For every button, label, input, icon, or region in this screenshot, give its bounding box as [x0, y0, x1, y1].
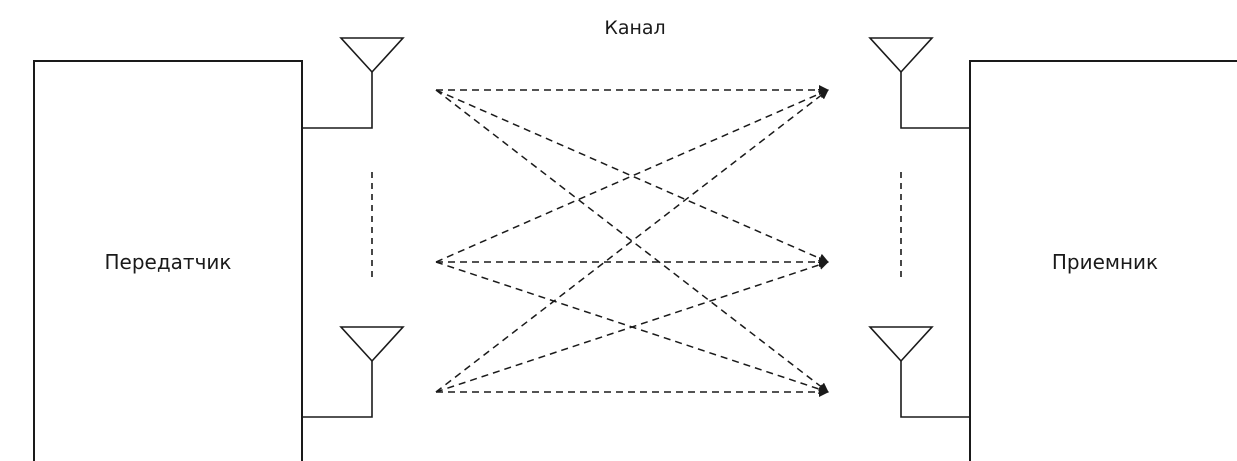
- path-3-1: [435, 89, 829, 393]
- channel-label: Канал: [604, 17, 665, 39]
- tx-antenna-top-icon: [302, 37, 405, 129]
- transmitter-box: [33, 60, 303, 461]
- transmitter-block: Передатчик: [33, 60, 303, 461]
- tx-antenna-bottom-icon: [302, 326, 405, 418]
- receiver-label: Приемник: [1052, 250, 1158, 274]
- transmitter-label: Передатчик: [105, 250, 232, 274]
- channel-paths: [435, 85, 829, 397]
- receiver-block: Приемник: [969, 60, 1237, 461]
- rx-antenna-top-icon: [868, 37, 970, 129]
- receiver-box: [969, 60, 1237, 461]
- path-1-3: [435, 89, 829, 393]
- path-3-2: [435, 260, 829, 393]
- rx-antenna-bottom-icon: [868, 326, 970, 418]
